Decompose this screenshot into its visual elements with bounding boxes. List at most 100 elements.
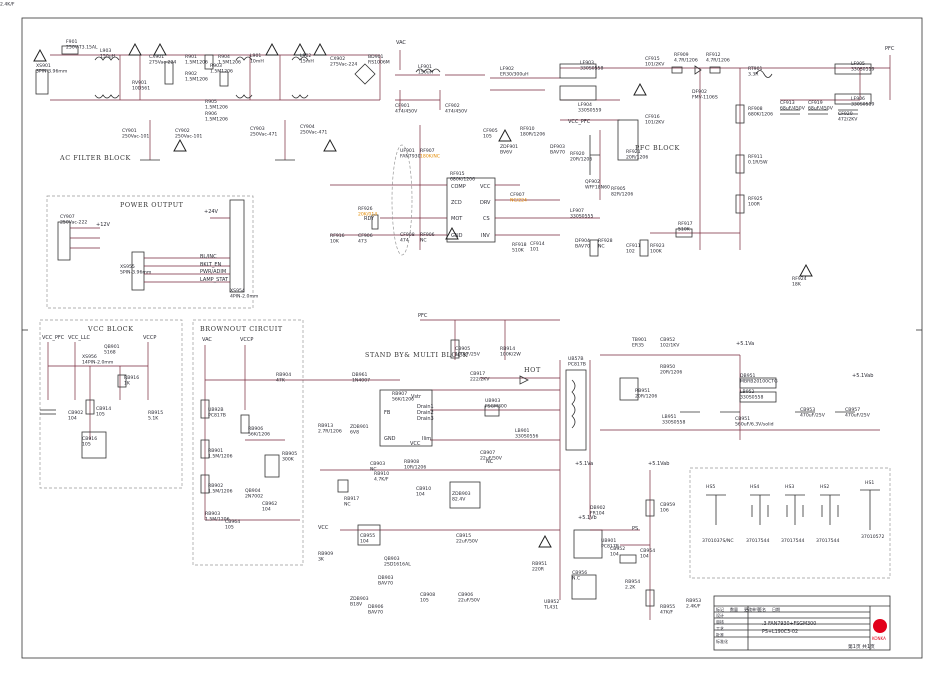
- part-ref: RB913: [318, 423, 333, 429]
- mosfet-qb904: [264, 454, 280, 478]
- part-value: ER30/300uH: [500, 72, 529, 78]
- part-value: 105: [96, 412, 105, 418]
- part-ref: RB955: [660, 604, 675, 610]
- part-ref: R906: [205, 111, 217, 117]
- warning-icon: [633, 82, 647, 96]
- part-value: 330S0519: [851, 102, 874, 108]
- part-ref: RF910: [520, 126, 535, 132]
- part-value: RS1006M: [368, 60, 390, 66]
- net-p5va: +5.1Va: [736, 341, 754, 347]
- part-ref: XS954: [230, 288, 245, 294]
- part-ref: RB910: [374, 471, 389, 477]
- part-value: 20R/1206: [635, 394, 657, 400]
- part-value: 3K: [318, 557, 325, 563]
- part-value: 2.2K: [625, 585, 636, 591]
- part-ref: CB907: [480, 450, 495, 456]
- part-value: 10R/1206: [404, 465, 426, 471]
- part-value: 5.1K: [148, 416, 159, 422]
- part-value: 1.5M1206: [185, 60, 208, 66]
- net-vac: VAC: [396, 40, 406, 46]
- part-value: BAV70: [575, 244, 590, 250]
- ac-filter-section: [35, 45, 560, 161]
- net-vac-2: VAC: [202, 337, 212, 343]
- part-ref: RF920: [570, 151, 585, 157]
- role-row: 批准: [716, 632, 724, 638]
- part-ref: CB957: [845, 407, 860, 413]
- part-ref: RF911: [748, 154, 763, 160]
- part-ref: ZDB903: [350, 596, 369, 602]
- part-value: 330S0558: [580, 66, 603, 72]
- part-ref: CF919: [808, 100, 823, 106]
- ub903-pin-ilim: Ilim: [422, 436, 431, 442]
- part-value: 6V8: [350, 430, 359, 436]
- part-value: 470uF/25V: [800, 413, 826, 419]
- part-value: B18V: [350, 602, 363, 608]
- part-ref: ZDF901: [500, 144, 518, 150]
- part-value: 100R: [748, 202, 761, 208]
- part-ref: LF905: [851, 61, 865, 67]
- part-value: TL431: [543, 605, 558, 611]
- part-ref: CF907: [510, 192, 525, 198]
- part-ref: LB952: [740, 389, 755, 395]
- part-ref: QB903: [384, 556, 400, 562]
- vcc-block: [40, 342, 149, 459]
- net-pfc: PFC: [885, 46, 895, 52]
- part-ref: CB903: [370, 461, 385, 467]
- part-value: 106: [660, 508, 669, 514]
- part-value: 105: [420, 598, 429, 604]
- part-value: 3PIN-3.96mm: [36, 69, 68, 75]
- part-value: 4PIN-2.0mm: [230, 294, 259, 300]
- part-value: 2N7002: [245, 494, 263, 500]
- heatsink-ref: HS2: [820, 484, 829, 490]
- part-value: N.C: [572, 576, 580, 582]
- part-value: 150uH: [418, 70, 433, 76]
- part-ref: RF924: [792, 276, 807, 282]
- heatsink-ref: HS4: [750, 484, 759, 490]
- part-ref: RF905: [611, 186, 626, 192]
- part-value: 104: [640, 554, 649, 560]
- power-output-frame: [46, 195, 254, 309]
- part-ref: XS956: [82, 354, 97, 360]
- standby-section: [320, 319, 880, 620]
- sig-lamp-stat: LAMP_STAT: [200, 277, 229, 283]
- part-ref: CB908: [420, 592, 435, 598]
- sheet-label: 第1页 共1页: [848, 643, 875, 650]
- part-value: NC: [344, 502, 351, 508]
- part-ref: LF906: [851, 96, 865, 102]
- part-ref: CF920: [838, 111, 853, 117]
- part-value: 180R/1206: [520, 132, 545, 138]
- part-value: 250Vac-101: [175, 134, 202, 140]
- part-value: 104: [416, 492, 425, 498]
- part-value: PC817B: [208, 413, 226, 419]
- part-value: 4.7K/F: [374, 477, 389, 483]
- shunt-ub952: [571, 574, 597, 600]
- part-ref: RT901: [748, 66, 763, 72]
- doc-number: PS+L190C3-02: [762, 629, 798, 635]
- part-ref: TB901: [631, 337, 647, 343]
- part-ref: DB906: [368, 604, 384, 610]
- part-ref: RB903: [205, 511, 220, 517]
- part-value: 101/2KV: [645, 120, 665, 126]
- part-ref: CB902: [68, 410, 83, 416]
- part-ref: BD901: [368, 54, 384, 60]
- net-vcc: VCC: [318, 525, 329, 531]
- part-ref: RB950: [660, 364, 675, 370]
- part-value: 330S0519: [851, 67, 874, 73]
- part-value: 22uF/50V: [480, 456, 503, 462]
- part-value: WFF18N60: [585, 185, 610, 191]
- heatsink-value: 37017544: [816, 538, 839, 544]
- warning-icon: [128, 42, 142, 56]
- sig-pwr-adim: PWR/ADIM: [200, 269, 226, 275]
- net-vccp-2: VCCP: [240, 337, 253, 343]
- part-value: 1.5M1206: [185, 77, 208, 83]
- part-ref: CF913: [780, 100, 795, 106]
- part-value: 20K/014: [358, 212, 377, 218]
- net-p5va-2: +5.1Va: [575, 461, 593, 467]
- part-ref: QF902: [585, 179, 600, 185]
- part-ref: CB951: [735, 416, 750, 422]
- part-ref: DB951: [740, 373, 756, 379]
- part-ref: LF907: [570, 208, 584, 214]
- part-value: 82.4V: [452, 497, 466, 503]
- part-ref: RV901: [132, 80, 147, 86]
- part-value: 2SD1616AL: [384, 562, 411, 568]
